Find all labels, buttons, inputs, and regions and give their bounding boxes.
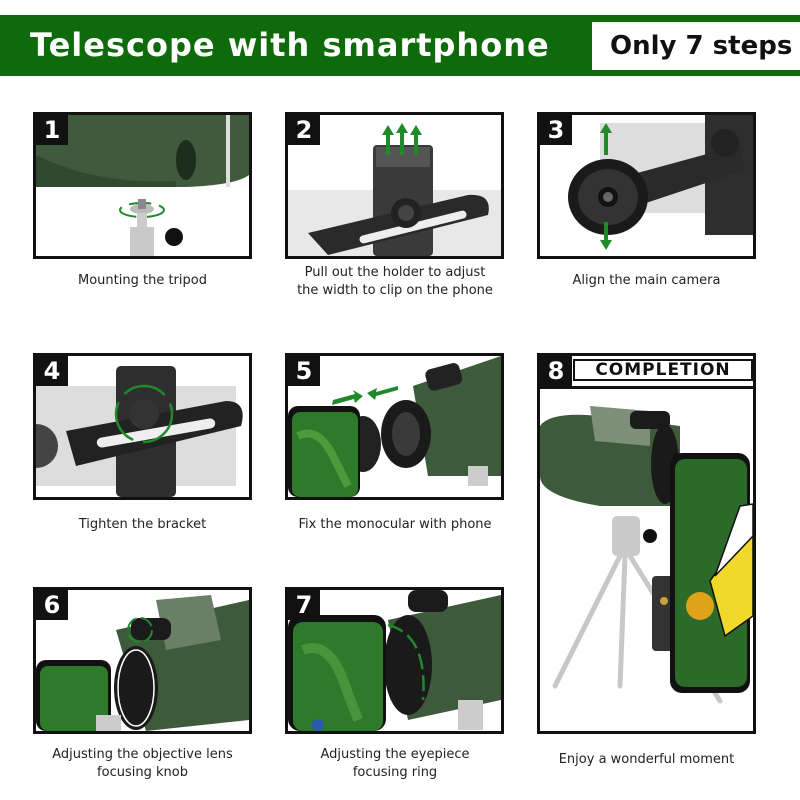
step-1-panel: 1 [33,112,252,259]
completed-setup-illustration [540,406,753,704]
step-6-caption: Adjusting the objective lens focusing kn… [52,747,233,780]
header-banner: Telescope with smartphone Only 7 steps [0,15,800,76]
step-6-panel: 6 [33,587,252,734]
step-number: 2 [288,115,320,145]
page-title: Telescope with smartphone [30,26,550,64]
step-8-panel: 8 COMPLETION [537,353,756,734]
step-number: 5 [288,356,320,386]
align-camera-illustration [568,115,753,250]
step-4-caption: Tighten the bracket [78,517,207,532]
step-number: 4 [36,356,68,386]
step-4-panel: 4 [33,353,252,500]
divider [540,386,753,389]
step-number: 3 [540,115,572,145]
step-number: 7 [288,590,320,620]
step-number: 1 [36,115,68,145]
eyepiece-focus-illustration [288,590,501,731]
step-7-caption: Adjusting the eyepiece focusing ring [320,747,470,780]
completion-label: COMPLETION [573,359,753,381]
step-5-panel: 5 [285,353,504,500]
step-2-caption: Pull out the holder to adjust the width … [297,265,493,298]
attach-monocular-illustration [288,356,501,497]
step-3-caption: Align the main camera [572,273,721,288]
step-1-caption: Mounting the tripod [78,273,207,288]
holder-extend-illustration [288,123,501,256]
tripod-mount-illustration [36,115,249,256]
steps-badge-label: Only 7 steps [610,31,793,61]
step-2-panel: 2 [285,112,504,259]
step-8-caption: Enjoy a wonderful moment [558,752,735,767]
step-3-panel: 3 [537,112,756,259]
step-7-panel: 7 [285,587,504,734]
step-number: 8 [540,356,572,386]
step-5-caption: Fix the monocular with phone [298,517,492,532]
step-number: 6 [36,590,68,620]
tighten-bracket-illustration [36,366,243,497]
steps-badge: Only 7 steps [592,22,800,70]
objective-focus-illustration [36,595,249,731]
